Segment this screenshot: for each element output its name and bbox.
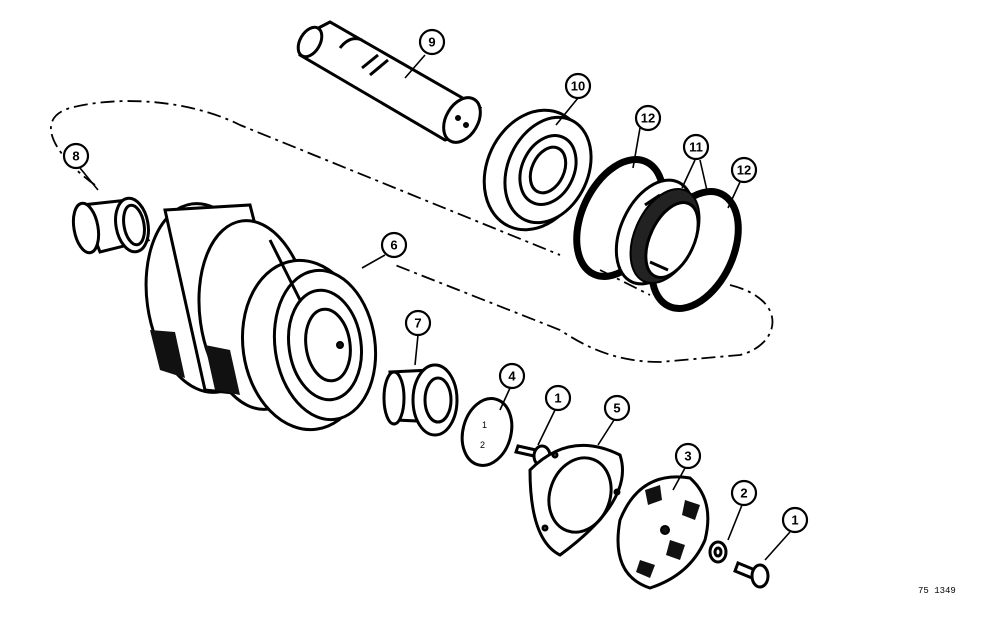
svg-text:2: 2 bbox=[480, 440, 485, 450]
bushing-part-8 bbox=[71, 196, 151, 255]
callout-4: 4 bbox=[498, 362, 526, 390]
callout-6: 6 bbox=[380, 231, 408, 259]
callout-9: 9 bbox=[418, 28, 446, 56]
svg-text:1: 1 bbox=[482, 420, 487, 430]
flanged-bushing-part-7 bbox=[382, 363, 459, 437]
callout-12a-label: 12 bbox=[641, 111, 655, 126]
callout-7: 7 bbox=[404, 309, 432, 337]
callout-3-label: 3 bbox=[684, 449, 691, 464]
callout-6-label: 6 bbox=[390, 238, 397, 253]
callout-1a-label: 1 bbox=[554, 391, 561, 406]
callout-12b: 12 bbox=[730, 156, 758, 184]
callout-2: 2 bbox=[730, 479, 758, 507]
callout-1b-label: 1 bbox=[791, 513, 798, 528]
callout-1a: 1 bbox=[544, 384, 572, 412]
callout-8-label: 8 bbox=[72, 149, 79, 164]
callout-2-label: 2 bbox=[740, 486, 747, 501]
callout-5: 5 bbox=[603, 394, 631, 422]
callout-10-label: 10 bbox=[571, 79, 585, 94]
callout-12b-label: 12 bbox=[737, 163, 751, 178]
callout-8: 8 bbox=[62, 142, 90, 170]
callout-10: 10 bbox=[564, 72, 592, 100]
callout-7-label: 7 bbox=[414, 316, 421, 331]
shaft-part-9 bbox=[296, 20, 483, 144]
bolt-part-1-lower bbox=[733, 561, 770, 589]
washer-part-2 bbox=[708, 540, 728, 564]
callout-3: 3 bbox=[674, 442, 702, 470]
callout-11-label: 11 bbox=[689, 140, 703, 155]
callout-1b: 1 bbox=[781, 506, 809, 534]
roller-part-6 bbox=[144, 202, 378, 432]
gasket-part-5 bbox=[528, 443, 624, 557]
leader-lines bbox=[79, 54, 791, 561]
callout-4-label: 4 bbox=[508, 369, 516, 384]
seal-part-11 bbox=[614, 178, 701, 286]
shim-part-4: 1 2 bbox=[460, 397, 514, 467]
callout-12a: 12 bbox=[634, 104, 662, 132]
callout-9-label: 9 bbox=[428, 35, 435, 50]
figure-id: 75 1349 bbox=[918, 586, 956, 596]
retainer-part-3 bbox=[616, 475, 710, 590]
callout-5-label: 5 bbox=[613, 401, 620, 416]
callout-11: 11 bbox=[682, 133, 710, 161]
bearing-part-10 bbox=[482, 108, 593, 232]
